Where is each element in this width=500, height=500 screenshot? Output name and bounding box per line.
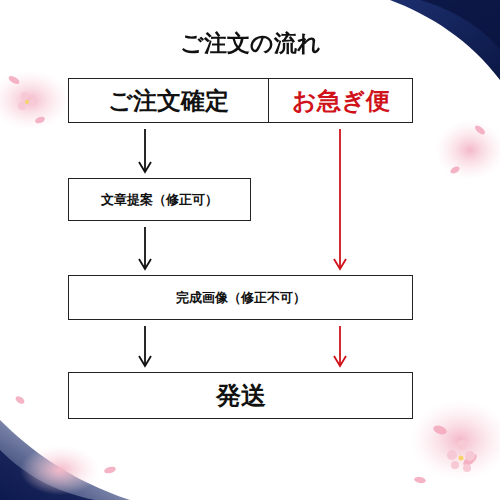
node-label: 完成画像（修正不可） (176, 289, 306, 307)
arrow-shaft (339, 326, 341, 366)
arrow-shaft (144, 129, 146, 172)
arrow-head (139, 259, 151, 269)
arrow-shaft (339, 129, 341, 269)
order-confirmed-box: ご注文確定 (68, 78, 269, 123)
text-proposal-box: 文章提案（修正可） (68, 178, 251, 221)
blossom-glow (435, 120, 500, 180)
shipping-box: 発送 (68, 372, 413, 419)
node-label: ご注文確定 (108, 85, 229, 117)
arrow-head (139, 162, 151, 172)
node-label: お急ぎ便 (292, 85, 390, 117)
corner-swoosh (0, 420, 130, 500)
blossoms (18, 92, 475, 472)
petals (7, 74, 486, 484)
node-label: 文章提案（修正可） (101, 191, 218, 209)
final-image-box: 完成画像（修正不可） (68, 275, 413, 320)
blossom-glow (410, 400, 500, 480)
arrow-head (334, 259, 346, 269)
express-box: お急ぎ便 (268, 78, 413, 123)
arrow-shaft (144, 326, 146, 366)
blossom-glow (0, 70, 70, 130)
arrow-head (139, 356, 151, 366)
flow-arrow (139, 129, 151, 172)
flow-arrow (334, 326, 346, 366)
flow-arrow (139, 326, 151, 366)
corner-swoosh (390, 0, 500, 80)
blossom-centres (25, 100, 464, 461)
flow-arrow (139, 227, 151, 269)
flow-arrow (334, 129, 346, 269)
arrow-head (334, 356, 346, 366)
node-label: 発送 (216, 379, 266, 412)
arrow-shaft (144, 227, 146, 269)
diagram-title: ご注文の流れ (0, 28, 500, 59)
blossom-glow (20, 445, 100, 495)
corner-swoosh (420, 0, 500, 50)
